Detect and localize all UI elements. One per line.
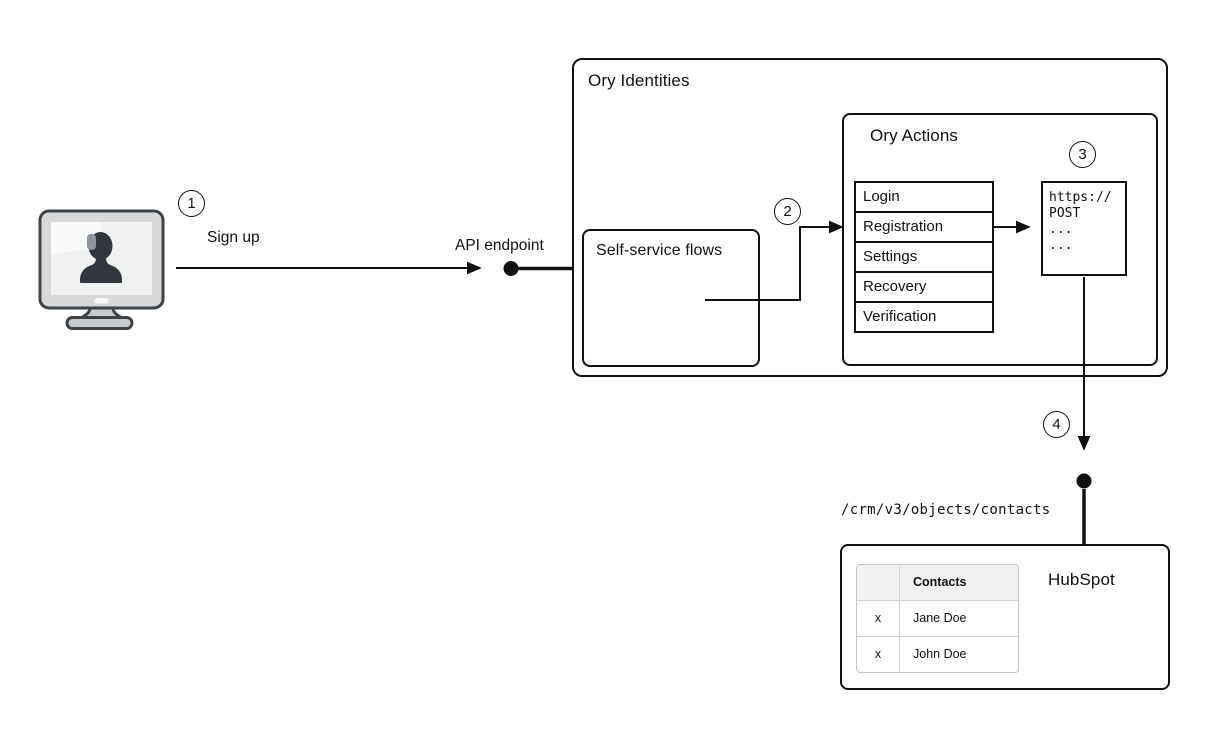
step-badge-4: 4	[1043, 411, 1070, 438]
step-badge-1: 1	[178, 190, 205, 217]
hubspot-title: HubSpot	[1048, 570, 1115, 589]
flow-item-settings: Settings	[856, 243, 992, 273]
contact-name-cell: John Doe	[913, 647, 967, 661]
user-silhouette-head	[88, 232, 113, 260]
api-endpoint-dot	[503, 261, 519, 276]
sign-up-label: Sign up	[207, 229, 260, 246]
code-line-ellipsis-1: ...	[1049, 222, 1073, 237]
flow-item-verification: Verification	[863, 308, 937, 325]
user-silhouette-body	[80, 257, 122, 283]
api-endpoint-label: API endpoint	[455, 237, 544, 254]
user-computer-icon	[38, 209, 165, 330]
contacts-table: Contacts x Jane Doe x John Doe	[856, 564, 1019, 673]
code-line-ellipsis-2: ...	[1049, 238, 1073, 253]
flow-list: Login Registration Settings Recovery Ver…	[854, 181, 994, 333]
self-service-flows-title: Self-service flows	[596, 242, 723, 259]
flow-item-registration: Registration	[856, 213, 992, 243]
contacts-table-header-row: Contacts	[857, 565, 1018, 601]
contact-name-cell: Jane Doe	[913, 611, 967, 625]
step-badge-2: 2	[774, 198, 801, 225]
contacts-table-row: x Jane Doe	[857, 601, 1018, 637]
ory-identities-title: Ory Identities	[588, 71, 690, 90]
self-service-flows-box: Self-service flows	[582, 229, 760, 367]
flow-item-recovery: Recovery	[856, 273, 992, 303]
contacts-table-row: x John Doe	[857, 637, 1018, 672]
contact-marker-cell: x	[857, 637, 900, 672]
crm-path-label: /crm/v3/objects/contacts	[841, 502, 1051, 518]
contact-marker-cell: x	[857, 601, 900, 636]
contacts-header-empty-cell	[857, 565, 900, 600]
hubspot-box: HubSpot Contacts x Jane Doe x John Doe	[840, 544, 1170, 690]
flow-item-login: Login	[856, 183, 992, 213]
code-line-method: POST	[1049, 206, 1081, 221]
code-line-url: https://	[1049, 190, 1112, 205]
step-badge-3: 3	[1069, 141, 1096, 168]
contacts-header-label: Contacts	[913, 575, 967, 589]
webhook-code-box: https:// POST ... ...	[1041, 181, 1127, 276]
ory-actions-title: Ory Actions	[870, 126, 959, 145]
hubspot-endpoint-dot	[1076, 473, 1092, 489]
